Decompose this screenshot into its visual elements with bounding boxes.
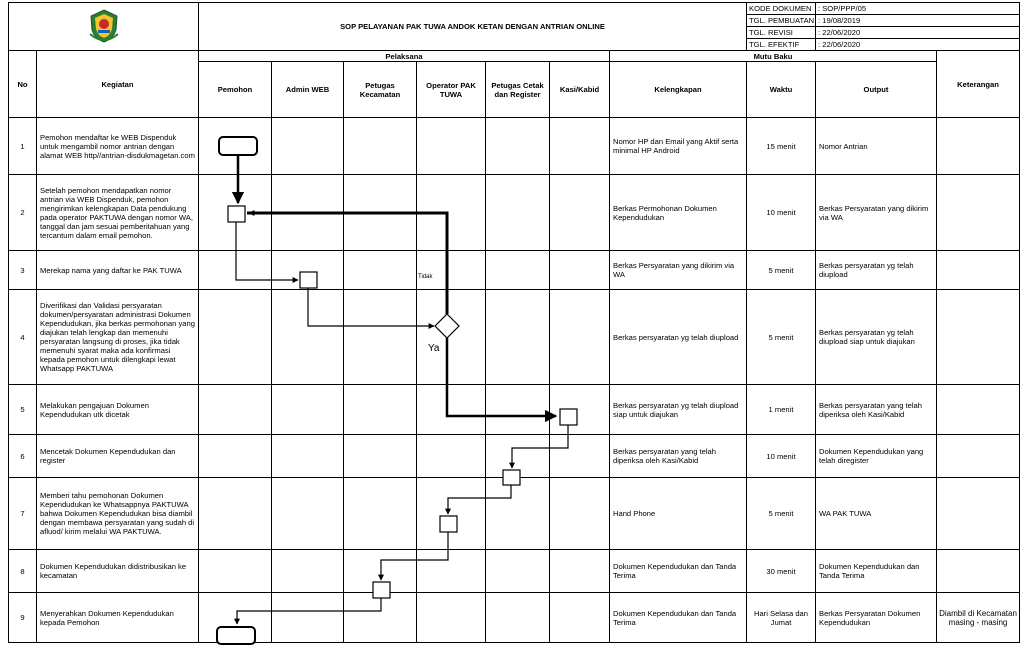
table-row: 2 Setelah pemohon mendapatkan nomor antr… xyxy=(8,174,1020,251)
col-pemohon: Pemohon xyxy=(198,61,272,118)
col-keterangan: Keterangan xyxy=(936,50,1020,118)
row-kegiatan: Melakukan pengajuan Dokumen Kependudukan… xyxy=(36,384,199,435)
table-row: 7 Memberi tahu pemohonan Dokumen Kependu… xyxy=(8,477,1020,550)
row-output: Berkas persyaratan yang telah diperiksa … xyxy=(815,384,937,435)
row-no: 9 xyxy=(8,592,37,643)
logo-cell xyxy=(8,2,199,51)
table-row: 3 Merekap nama yang daftar ke PAK TUWA B… xyxy=(8,250,1020,290)
row-keterangan xyxy=(936,289,1020,385)
col-kegiatan: Kegiatan xyxy=(36,50,199,118)
col-no: No xyxy=(8,50,37,118)
row-keterangan xyxy=(936,477,1020,550)
row-no: 4 xyxy=(8,289,37,385)
row-waktu: 10 menit xyxy=(746,174,816,251)
row-no: 7 xyxy=(8,477,37,550)
sop-table: SOP PELAYANAN PAK TUWA ANDOK KETAN DENGA… xyxy=(8,2,1020,643)
row-no: 6 xyxy=(8,434,37,478)
col-petugas-kecamatan: Petugas Kecamatan xyxy=(343,61,417,118)
meta-value: : SOP/PPP/05 xyxy=(815,2,1020,15)
row-kelengkapan: Berkas persyaratan yg telah diupload sia… xyxy=(609,384,747,435)
table-row: 1 Pemohon mendaftar ke WEB Dispenduk unt… xyxy=(8,117,1020,175)
row-waktu: 1 menit xyxy=(746,384,816,435)
col-output: Output xyxy=(815,61,937,118)
col-admin-web: Admin WEB xyxy=(271,61,344,118)
col-kasi: Kasi/Kabid xyxy=(549,61,610,118)
row-keterangan xyxy=(936,250,1020,290)
regency-crest-icon xyxy=(88,8,119,43)
row-keterangan xyxy=(936,549,1020,593)
row-output: Berkas Persyaratan yang dikirim via WA xyxy=(815,174,937,251)
row-no: 8 xyxy=(8,549,37,593)
row-kegiatan: Pemohon mendaftar ke WEB Dispenduk untuk… xyxy=(36,117,199,175)
row-keterangan: Diambil di Kecamatan masing - masing xyxy=(936,592,1020,643)
row-output: Berkas persyaratan yg telah diupload sia… xyxy=(815,289,937,385)
row-output: Dokumen Kependudukan dan Tanda Terima xyxy=(815,549,937,593)
row-kelengkapan: Berkas Persyaratan yang dikirim via WA xyxy=(609,250,747,290)
col-petugas-cetak: Petugas Cetak dan Register xyxy=(485,61,550,118)
col-operator: Operator PAK TUWA xyxy=(416,61,486,118)
row-output: Berkas persyaratan yg telah diupload xyxy=(815,250,937,290)
row-keterangan xyxy=(936,384,1020,435)
table-row: 6 Mencetak Dokumen Kependudukan dan regi… xyxy=(8,434,1020,478)
meta-value: : 19/08/2019 xyxy=(815,14,1020,27)
row-kegiatan: Memberi tahu pemohonan Dokumen Kependudu… xyxy=(36,477,199,550)
row-kelengkapan: Nomor HP dan Email yang Aktif serta mini… xyxy=(609,117,747,175)
row-keterangan xyxy=(936,117,1020,175)
meta-label: KODE DOKUMEN xyxy=(746,2,816,15)
row-waktu: 5 menit xyxy=(746,477,816,550)
meta-label: TGL. REVISI xyxy=(746,26,816,39)
document-title: SOP PELAYANAN PAK TUWA ANDOK KETAN DENGA… xyxy=(198,2,747,51)
meta-label: TGL. EFEKTIF xyxy=(746,38,816,51)
row-kelengkapan: Hand Phone xyxy=(609,477,747,550)
row-waktu: 10 menit xyxy=(746,434,816,478)
col-waktu: Waktu xyxy=(746,61,816,118)
row-waktu: 5 menit xyxy=(746,289,816,385)
row-output: Nomor Antrian xyxy=(815,117,937,175)
row-output: Dokumen Kependudukan yang telah diregist… xyxy=(815,434,937,478)
row-no: 5 xyxy=(8,384,37,435)
table-row: 4 Diverifikasi dan Validasi persyaratan … xyxy=(8,289,1020,385)
table-row: 8 Dokumen Kependudukan didistribusikan k… xyxy=(8,549,1020,593)
row-kegiatan: Dokumen Kependudukan didistribusikan ke … xyxy=(36,549,199,593)
row-kegiatan: Setelah pemohon mendapatkan nomor antria… xyxy=(36,174,199,251)
col-kelengkapan: Kelengkapan xyxy=(609,61,747,118)
row-output: WA PAK TUWA xyxy=(815,477,937,550)
row-kelengkapan: Dokumen Kependudukan dan Tanda Terima xyxy=(609,549,747,593)
row-no: 1 xyxy=(8,117,37,175)
row-output: Berkas Persyaratan Dokumen Kependudukan xyxy=(815,592,937,643)
row-no: 3 xyxy=(8,250,37,290)
row-waktu: 30 menit xyxy=(746,549,816,593)
meta-value: : 22/06/2020 xyxy=(815,26,1020,39)
row-keterangan xyxy=(936,434,1020,478)
row-kegiatan: Merekap nama yang daftar ke PAK TUWA xyxy=(36,250,199,290)
meta-value: : 22/06/2020 xyxy=(815,38,1020,51)
row-keterangan xyxy=(936,174,1020,251)
col-mutu-baku: Mutu Baku xyxy=(609,50,937,62)
row-kegiatan: Menyerahkan Dokumen Kependudukan kepada … xyxy=(36,592,199,643)
row-kelengkapan: Berkas persyaratan yg telah diupload xyxy=(609,289,747,385)
meta-label: TGL. PEMBUATAN xyxy=(746,14,816,27)
row-waktu: 5 menit xyxy=(746,250,816,290)
row-kelengkapan: Dokumen Kependudukan dan Tanda Terima xyxy=(609,592,747,643)
row-kelengkapan: Berkas persyaratan yang telah diperiksa … xyxy=(609,434,747,478)
row-waktu: 15 menit xyxy=(746,117,816,175)
row-kelengkapan: Berkas Permohonan Dokumen Kependudukan xyxy=(609,174,747,251)
row-no: 2 xyxy=(8,174,37,251)
row-kegiatan: Diverifikasi dan Validasi persyaratan do… xyxy=(36,289,199,385)
table-row: 9 Menyerahkan Dokumen Kependudukan kepad… xyxy=(8,592,1020,643)
col-pelaksana: Pelaksana xyxy=(198,50,610,62)
row-kegiatan: Mencetak Dokumen Kependudukan dan regist… xyxy=(36,434,199,478)
table-row: 5 Melakukan pengajuan Dokumen Kependuduk… xyxy=(8,384,1020,435)
row-waktu: Hari Selasa dan Jumat xyxy=(746,592,816,643)
